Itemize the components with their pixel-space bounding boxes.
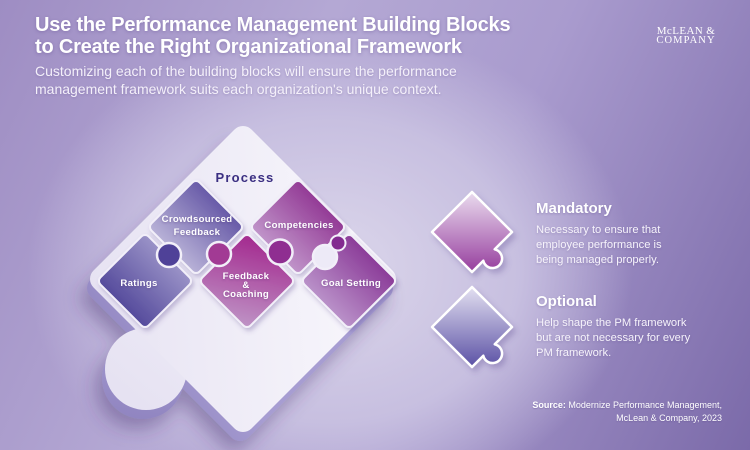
piece-label-feedback-3: Coaching: [223, 289, 269, 300]
piece-label-feedback-1: Feedback: [223, 271, 270, 282]
legend-mandatory-line1: Necessary to ensure that: [536, 224, 661, 236]
legend-optional-line3: PM framework.: [536, 347, 612, 359]
source-citation: Source: Modernize Performance Management…: [462, 399, 722, 425]
page-title-line2: to Create the Right Organizational Frame…: [35, 36, 462, 58]
legend-item-mandatory: Mandatory Necessary to ensure that emplo…: [536, 200, 736, 268]
company-logo-line2: COMPANY: [656, 35, 716, 46]
legend-mandatory-title: Mandatory: [536, 200, 612, 217]
piece-label-crowdsourced-2: Feedback: [174, 227, 221, 238]
legend-optional-title: Optional: [536, 293, 597, 310]
legend-item-optional: Optional Help shape the PM framework but…: [536, 293, 736, 361]
mandatory-piece-icon: [430, 190, 514, 274]
legend-optional-line1: Help shape the PM framework: [536, 317, 687, 329]
page-title: Use the Performance Management Building …: [35, 14, 595, 58]
tab-goal-setting: [329, 234, 347, 252]
page-title-line1: Use the Performance Management Building …: [35, 14, 511, 36]
page-subtitle-line1: Customizing each of the building blocks …: [35, 63, 457, 79]
frame-label-process: Process: [216, 170, 275, 185]
tab-ratings-crowdsourced: [155, 241, 183, 269]
source-line1: Source: Modernize Performance Management…: [462, 399, 722, 412]
optional-piece-icon: [430, 285, 514, 369]
legend-mandatory-line3: being managed properly.: [536, 254, 659, 266]
company-logo-line1: McLEAN &: [656, 25, 716, 37]
piece-label-goal-setting: Goal Setting: [321, 278, 381, 289]
source-line2: McLean & Company, 2023: [616, 413, 722, 423]
piece-label-feedback-2: &: [242, 280, 249, 291]
legend-optional-line2: but are not necessary for every: [536, 332, 691, 344]
page-subtitle-line2: management framework suits each organiza…: [35, 81, 442, 97]
tab-feedback-crowdsourced: [205, 240, 233, 268]
notch-goal-setting: [311, 243, 339, 271]
source-label: Source:: [532, 400, 566, 410]
tab-competencies-feedback: [266, 238, 294, 266]
source-text: Modernize Performance Management,: [568, 400, 722, 410]
company-logo: McLEAN & COMPANY: [648, 26, 724, 46]
piece-label-crowdsourced-1: Crowdsourced: [162, 214, 233, 225]
piece-label-ratings: Ratings: [120, 278, 157, 289]
legend-mandatory-line2: employee performance is: [536, 239, 662, 251]
page-subtitle: Customizing each of the building blocks …: [35, 62, 555, 98]
piece-label-competencies: Competencies: [264, 220, 333, 231]
